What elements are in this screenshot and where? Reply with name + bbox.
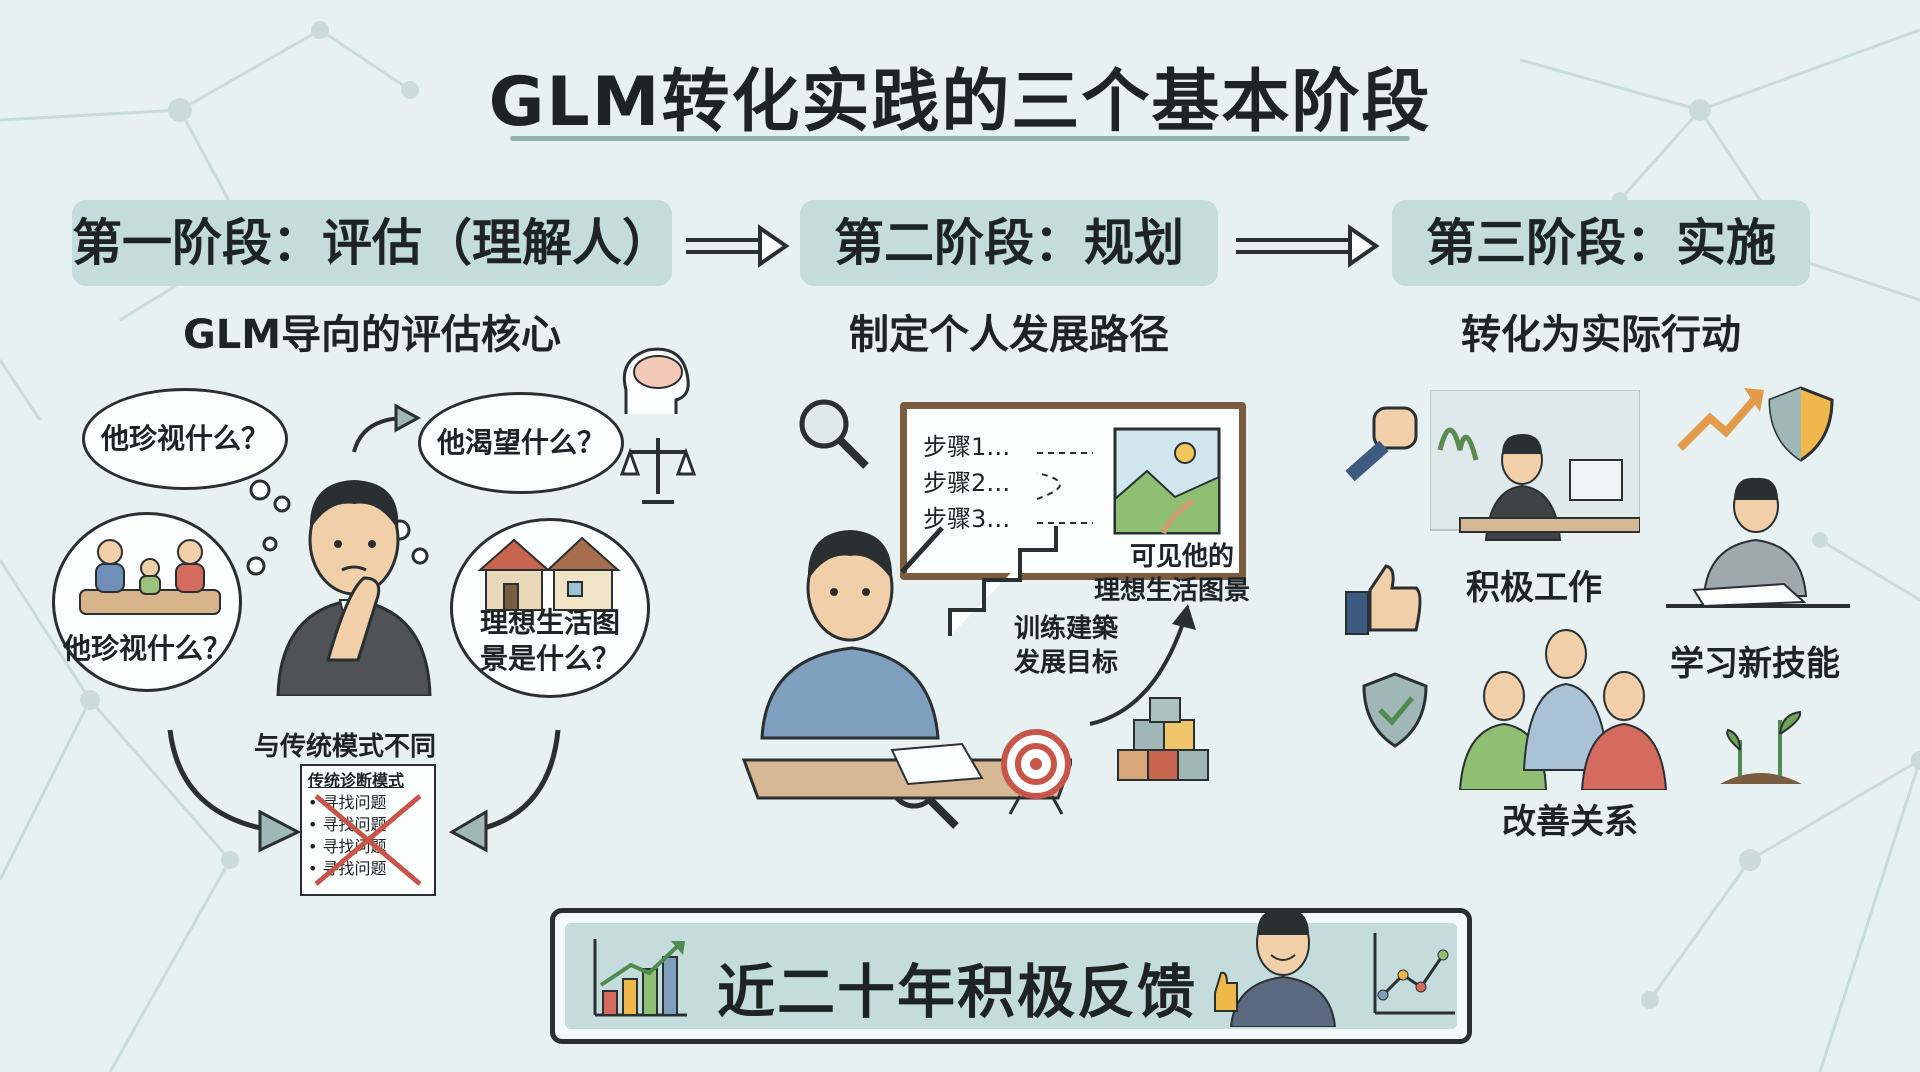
title-underline	[510, 136, 1410, 141]
feedback-text: 近二十年积极反馈	[717, 958, 1198, 1026]
plan-step: 步骤2…	[923, 469, 1011, 497]
bar-chart-growth-icon	[593, 939, 687, 1017]
curved-arrow-icon	[352, 403, 422, 453]
plan-step: 步骤3…	[923, 505, 1011, 533]
planning-man-icon	[742, 526, 1072, 800]
stage3-title: 第三阶段：实施	[1426, 214, 1776, 272]
sprouts-icon	[1720, 710, 1802, 784]
stage2-subtitle: 制定个人发展路径	[849, 312, 1169, 358]
thought-bubble-desires: 他渴望什么？	[418, 392, 624, 494]
stage2-banner: 第二阶段：规划	[800, 200, 1218, 286]
action-label: 积极工作	[1466, 568, 1602, 608]
shield-icon	[1768, 386, 1834, 462]
thumbs-up-icon	[1345, 564, 1422, 635]
plan-step: 步骤1…	[923, 433, 1011, 461]
scale-icon	[619, 438, 697, 504]
house-icon	[477, 536, 621, 611]
note-heading: 传统诊断模式	[308, 771, 405, 790]
stage3-banner: 第三阶段：实施	[1392, 200, 1810, 286]
shield-check-icon	[1362, 672, 1428, 748]
cross-out-icon	[314, 794, 422, 886]
thought-bubble-values: 他珍视什么？	[82, 388, 288, 490]
difference-label: 与传统模式不同	[254, 732, 437, 762]
family-dinner-icon	[79, 539, 221, 615]
stage1-title: 第一阶段：评估（理解人）	[72, 214, 672, 272]
thinking-man-icon	[276, 480, 432, 696]
fist-icon	[1345, 406, 1418, 482]
curved-arrow-icon	[167, 729, 302, 853]
stage2-title: 第二阶段：规划	[834, 214, 1184, 272]
thought-bubble-ideal-life: 理想生活图景是什么？	[450, 518, 650, 698]
stage-arrow-icon	[686, 224, 790, 268]
growth-arrow-hand-icon	[1677, 388, 1764, 451]
stage1-subtitle: GLM导向的评估核心	[182, 312, 562, 358]
page-title: GLM转化实践的三个基本阶段	[488, 63, 1432, 142]
studying-man-icon	[1666, 477, 1850, 608]
plan-board: 步骤1… 步骤2… 步骤3…	[900, 402, 1246, 580]
action-label: 学习新技能	[1670, 644, 1840, 684]
line-chart-icon	[1373, 933, 1455, 1015]
curved-arrow-icon	[448, 729, 561, 853]
feedback-banner-inner: 近二十年积极反馈	[565, 908, 1457, 1029]
goal-label: 训练建築 发展目标	[1014, 614, 1119, 678]
upward-arrow-icon	[1089, 604, 1196, 726]
stage1-banner: 第一阶段：评估（理解人）	[72, 200, 672, 286]
magnifier-icon	[799, 399, 869, 469]
target-icon	[1001, 729, 1071, 815]
dashed-path	[1036, 452, 1093, 524]
landscape-picture-icon	[1113, 427, 1221, 535]
family-conversation-icon	[1458, 629, 1668, 790]
staircase-arrow-icon	[948, 526, 1058, 636]
traditional-mode-note: 传统诊断模式 • 寻找问题 • 寻找问题 • 寻找问题 • 寻找问题	[300, 764, 436, 896]
stage-arrow-icon	[1236, 224, 1380, 268]
thumbs-up-man-icon	[1214, 908, 1337, 1027]
plan-steps: 步骤1… 步骤2… 步骤3…	[923, 429, 1010, 537]
action-label: 改善关系	[1502, 802, 1638, 842]
office-worker-icon	[1430, 390, 1640, 541]
feedback-banner: 近二十年积极反馈	[550, 908, 1472, 1044]
vision-label: 可见他的 理想生活图景	[1094, 542, 1251, 606]
blocks-icon	[1117, 697, 1209, 781]
brain-icon	[622, 347, 690, 414]
stage3-subtitle: 转化为实际行动	[1461, 312, 1741, 358]
